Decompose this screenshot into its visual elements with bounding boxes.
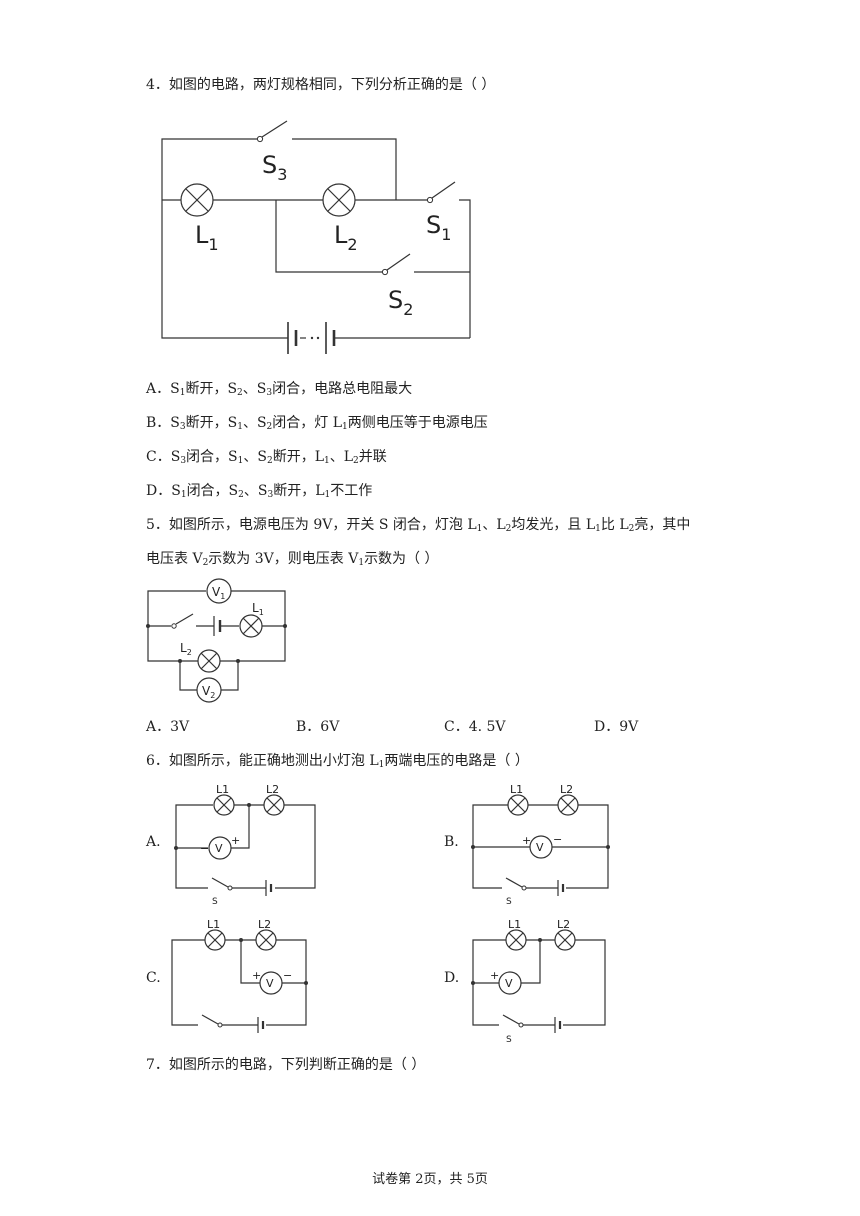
q6-circuit-c: V + − L1 L2 bbox=[171, 918, 308, 1033]
q5-option-c[interactable]: C．4. 5V bbox=[444, 719, 506, 735]
q4-label-s3: S3 bbox=[262, 151, 287, 184]
q6a-lamp-l1 bbox=[213, 794, 235, 816]
page-footer: 试卷第 2页，共 5页 bbox=[372, 1172, 488, 1187]
q6-circuit-a: V − + L1 L2 S bbox=[174, 783, 316, 907]
svg-text:V: V bbox=[536, 841, 544, 854]
svg-text:+: + bbox=[231, 834, 240, 847]
q4-battery bbox=[287, 322, 336, 354]
q5-voltmeter-v1: V1 bbox=[206, 578, 232, 604]
svg-text:S: S bbox=[506, 1035, 512, 1045]
svg-text:L2: L2 bbox=[560, 783, 573, 796]
q7-stem: 7．如图所示的电路，下列判断正确的是（ ） bbox=[146, 1057, 426, 1073]
q5-label-l2: L2 bbox=[180, 641, 192, 657]
q6d-lamp-l1 bbox=[505, 929, 527, 951]
q6-circuit-d: V + L1 L2 S bbox=[471, 918, 606, 1045]
svg-text:+: + bbox=[252, 969, 261, 982]
q6-circuit-b: V + − L1 L2 S bbox=[471, 783, 610, 907]
q6b-lamp-l1 bbox=[507, 794, 529, 816]
svg-text:L2: L2 bbox=[266, 783, 279, 796]
svg-text:+: + bbox=[522, 834, 531, 847]
svg-text:−: − bbox=[553, 833, 562, 846]
q5-option-a[interactable]: A．3V bbox=[146, 719, 190, 735]
svg-text:L2: L2 bbox=[258, 918, 271, 931]
svg-text:V: V bbox=[215, 842, 223, 855]
q4-option-c[interactable]: C．S3闭合，S1、S2断开，L1、L2并联 bbox=[146, 449, 387, 466]
q5-label-v2: V2 bbox=[202, 684, 215, 700]
q6c-voltmeter: V bbox=[259, 971, 283, 995]
q5-option-b[interactable]: B．6V bbox=[296, 719, 340, 735]
q5-option-d[interactable]: D．9V bbox=[594, 719, 639, 735]
q6b-voltmeter: V bbox=[529, 835, 553, 859]
q6b-lamp-l2 bbox=[557, 794, 579, 816]
q4-option-b[interactable]: B．S3断开，S1、S2闭合，灯 L1两侧电压等于电源电压 bbox=[146, 415, 488, 432]
q6-option-d-label[interactable]: D. bbox=[444, 970, 460, 986]
svg-text:L1: L1 bbox=[207, 918, 220, 931]
svg-text:L1: L1 bbox=[216, 783, 229, 796]
svg-text:L2: L2 bbox=[557, 918, 570, 931]
q4-label-l2: L2 bbox=[334, 221, 358, 254]
q5-stem-line1: 5．如图所示，电源电压为 9V，开关 S 闭合，灯泡 L1、L2均发光，且 L1… bbox=[146, 517, 691, 534]
q6-option-b-label[interactable]: B. bbox=[444, 834, 459, 850]
q4-label-s1: S1 bbox=[426, 211, 451, 244]
svg-text:−: − bbox=[200, 842, 209, 855]
q5-stem-line2: 电压表 V2示数为 3V，则电压表 V1示数为（ ） bbox=[146, 551, 439, 568]
q4-stem: 4．如图的电路，两灯规格相同，下列分析正确的是（ ） bbox=[146, 77, 496, 93]
svg-text:L1: L1 bbox=[510, 783, 523, 796]
svg-text:+: + bbox=[490, 969, 499, 982]
q6c-lamp-l2 bbox=[255, 929, 277, 951]
q4-lamp-l1 bbox=[180, 183, 214, 217]
svg-text:−: − bbox=[283, 969, 292, 982]
q5-lamp-l2 bbox=[197, 649, 221, 673]
q6a-voltmeter: V bbox=[208, 836, 232, 860]
q6-option-a-label[interactable]: A. bbox=[146, 834, 161, 850]
q4-option-a[interactable]: A．S1断开，S2、S3闭合，电路总电阻最大 bbox=[146, 381, 413, 398]
q4-lamp-l2 bbox=[322, 183, 356, 217]
q6a-lamp-l2 bbox=[263, 794, 285, 816]
q4-option-d[interactable]: D．S1闭合，S2、S3断开，L1不工作 bbox=[146, 483, 373, 500]
q6c-lamp-l1 bbox=[204, 929, 226, 951]
q4-label-s2: S2 bbox=[388, 286, 413, 319]
svg-text:V: V bbox=[266, 977, 274, 990]
q4-label-l1: L1 bbox=[195, 221, 219, 254]
q6-option-c-label[interactable]: C. bbox=[146, 970, 161, 986]
q6d-voltmeter: V bbox=[498, 971, 522, 995]
svg-text:V: V bbox=[505, 977, 513, 990]
q5-lamp-l1 bbox=[239, 614, 263, 638]
svg-text:S: S bbox=[506, 897, 512, 907]
q5-label-v1: V1 bbox=[212, 585, 225, 601]
svg-text:S: S bbox=[212, 897, 218, 907]
q5-voltmeter-v2: V2 bbox=[196, 677, 222, 703]
svg-text:L1: L1 bbox=[508, 918, 521, 931]
q5-label-l1: L1 bbox=[252, 601, 264, 617]
q6-stem: 6．如图所示，能正确地测出小灯泡 L1两端电压的电路是（ ） bbox=[146, 753, 529, 770]
q6d-lamp-l2 bbox=[554, 929, 576, 951]
